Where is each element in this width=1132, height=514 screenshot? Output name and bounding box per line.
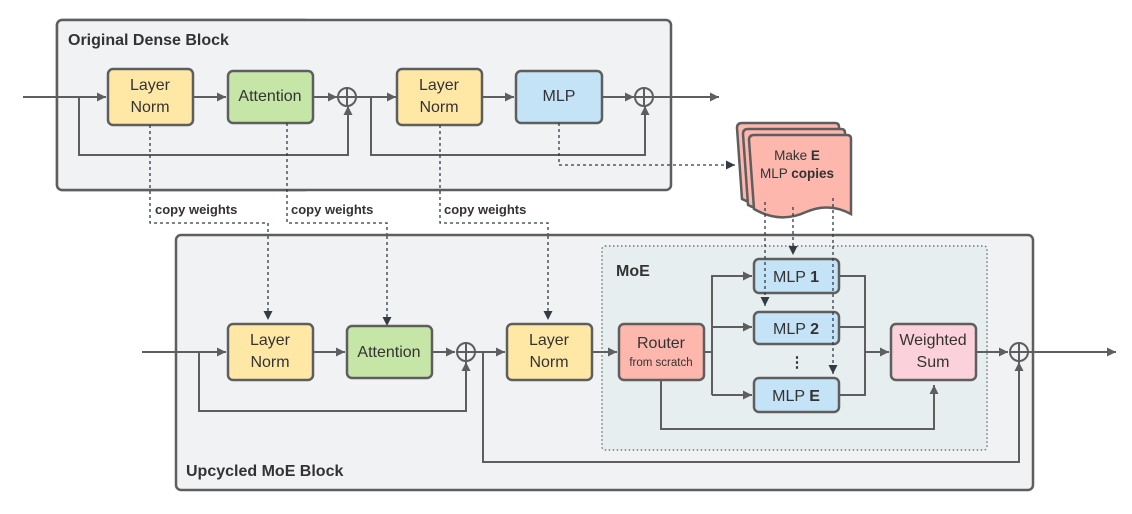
expert-label: MLP 1 (773, 269, 819, 286)
copy-weights-label-1: copy weights (155, 202, 237, 217)
weighted-sum-line2: Sum (917, 354, 950, 371)
expert-mlp-2: MLP 2 (752, 310, 841, 346)
attention-label: Attention (357, 344, 420, 361)
expert-mlp-e: MLP E (752, 376, 841, 414)
copy-weights-label-3: copy weights (444, 202, 526, 217)
weighted-sum-node: Weighted Sum (889, 322, 978, 382)
layernorm-line2: Norm (529, 354, 568, 371)
expert-label: MLP 2 (773, 321, 819, 338)
dense-layernorm-1: Layer Norm (106, 67, 195, 127)
router-label: Router (637, 335, 686, 352)
dense-add-2 (634, 87, 654, 107)
moe-attention: Attention (345, 324, 434, 380)
dense-attention: Attention (226, 69, 315, 125)
dense-block-title: Original Dense Block (68, 32, 229, 49)
make-copies-node: Make E MLP copies (735, 121, 853, 219)
weighted-sum-line1: Weighted (899, 332, 966, 349)
layernorm-line2: Norm (130, 99, 169, 116)
mlp-label: MLP (543, 88, 576, 105)
expert-mlp-1: MLP 1 (752, 257, 841, 295)
layernorm-line2: Norm (250, 354, 289, 371)
dense-layernorm-2: Layer Norm (395, 67, 484, 127)
moe-layernorm-1: Layer Norm (226, 322, 315, 382)
dense-add-1 (337, 87, 357, 107)
layernorm-line1: Layer (250, 332, 291, 349)
layernorm-line1: Layer (419, 77, 460, 94)
layernorm-line1: Layer (130, 77, 171, 94)
layernorm-line1: Layer (529, 332, 570, 349)
experts-ellipsis: ⋮ (790, 354, 805, 371)
moe-title: MoE (616, 263, 650, 280)
router-sublabel: from scratch (629, 357, 692, 369)
moe-add-1 (456, 342, 476, 362)
moe-layernorm-2: Layer Norm (505, 322, 594, 382)
expert-label: MLP E (772, 388, 820, 405)
attention-label: Attention (238, 88, 301, 105)
copies-line1: Make E (774, 148, 820, 163)
layernorm-line2: Norm (419, 99, 458, 116)
router-node: Router from scratch (617, 322, 706, 382)
copy-weights-label-2: copy weights (291, 202, 373, 217)
moe-add-2 (1009, 342, 1029, 362)
copies-line2: MLP copies (760, 166, 834, 181)
dense-mlp: MLP (514, 69, 604, 125)
moe-block-title: Upcycled MoE Block (186, 463, 343, 480)
